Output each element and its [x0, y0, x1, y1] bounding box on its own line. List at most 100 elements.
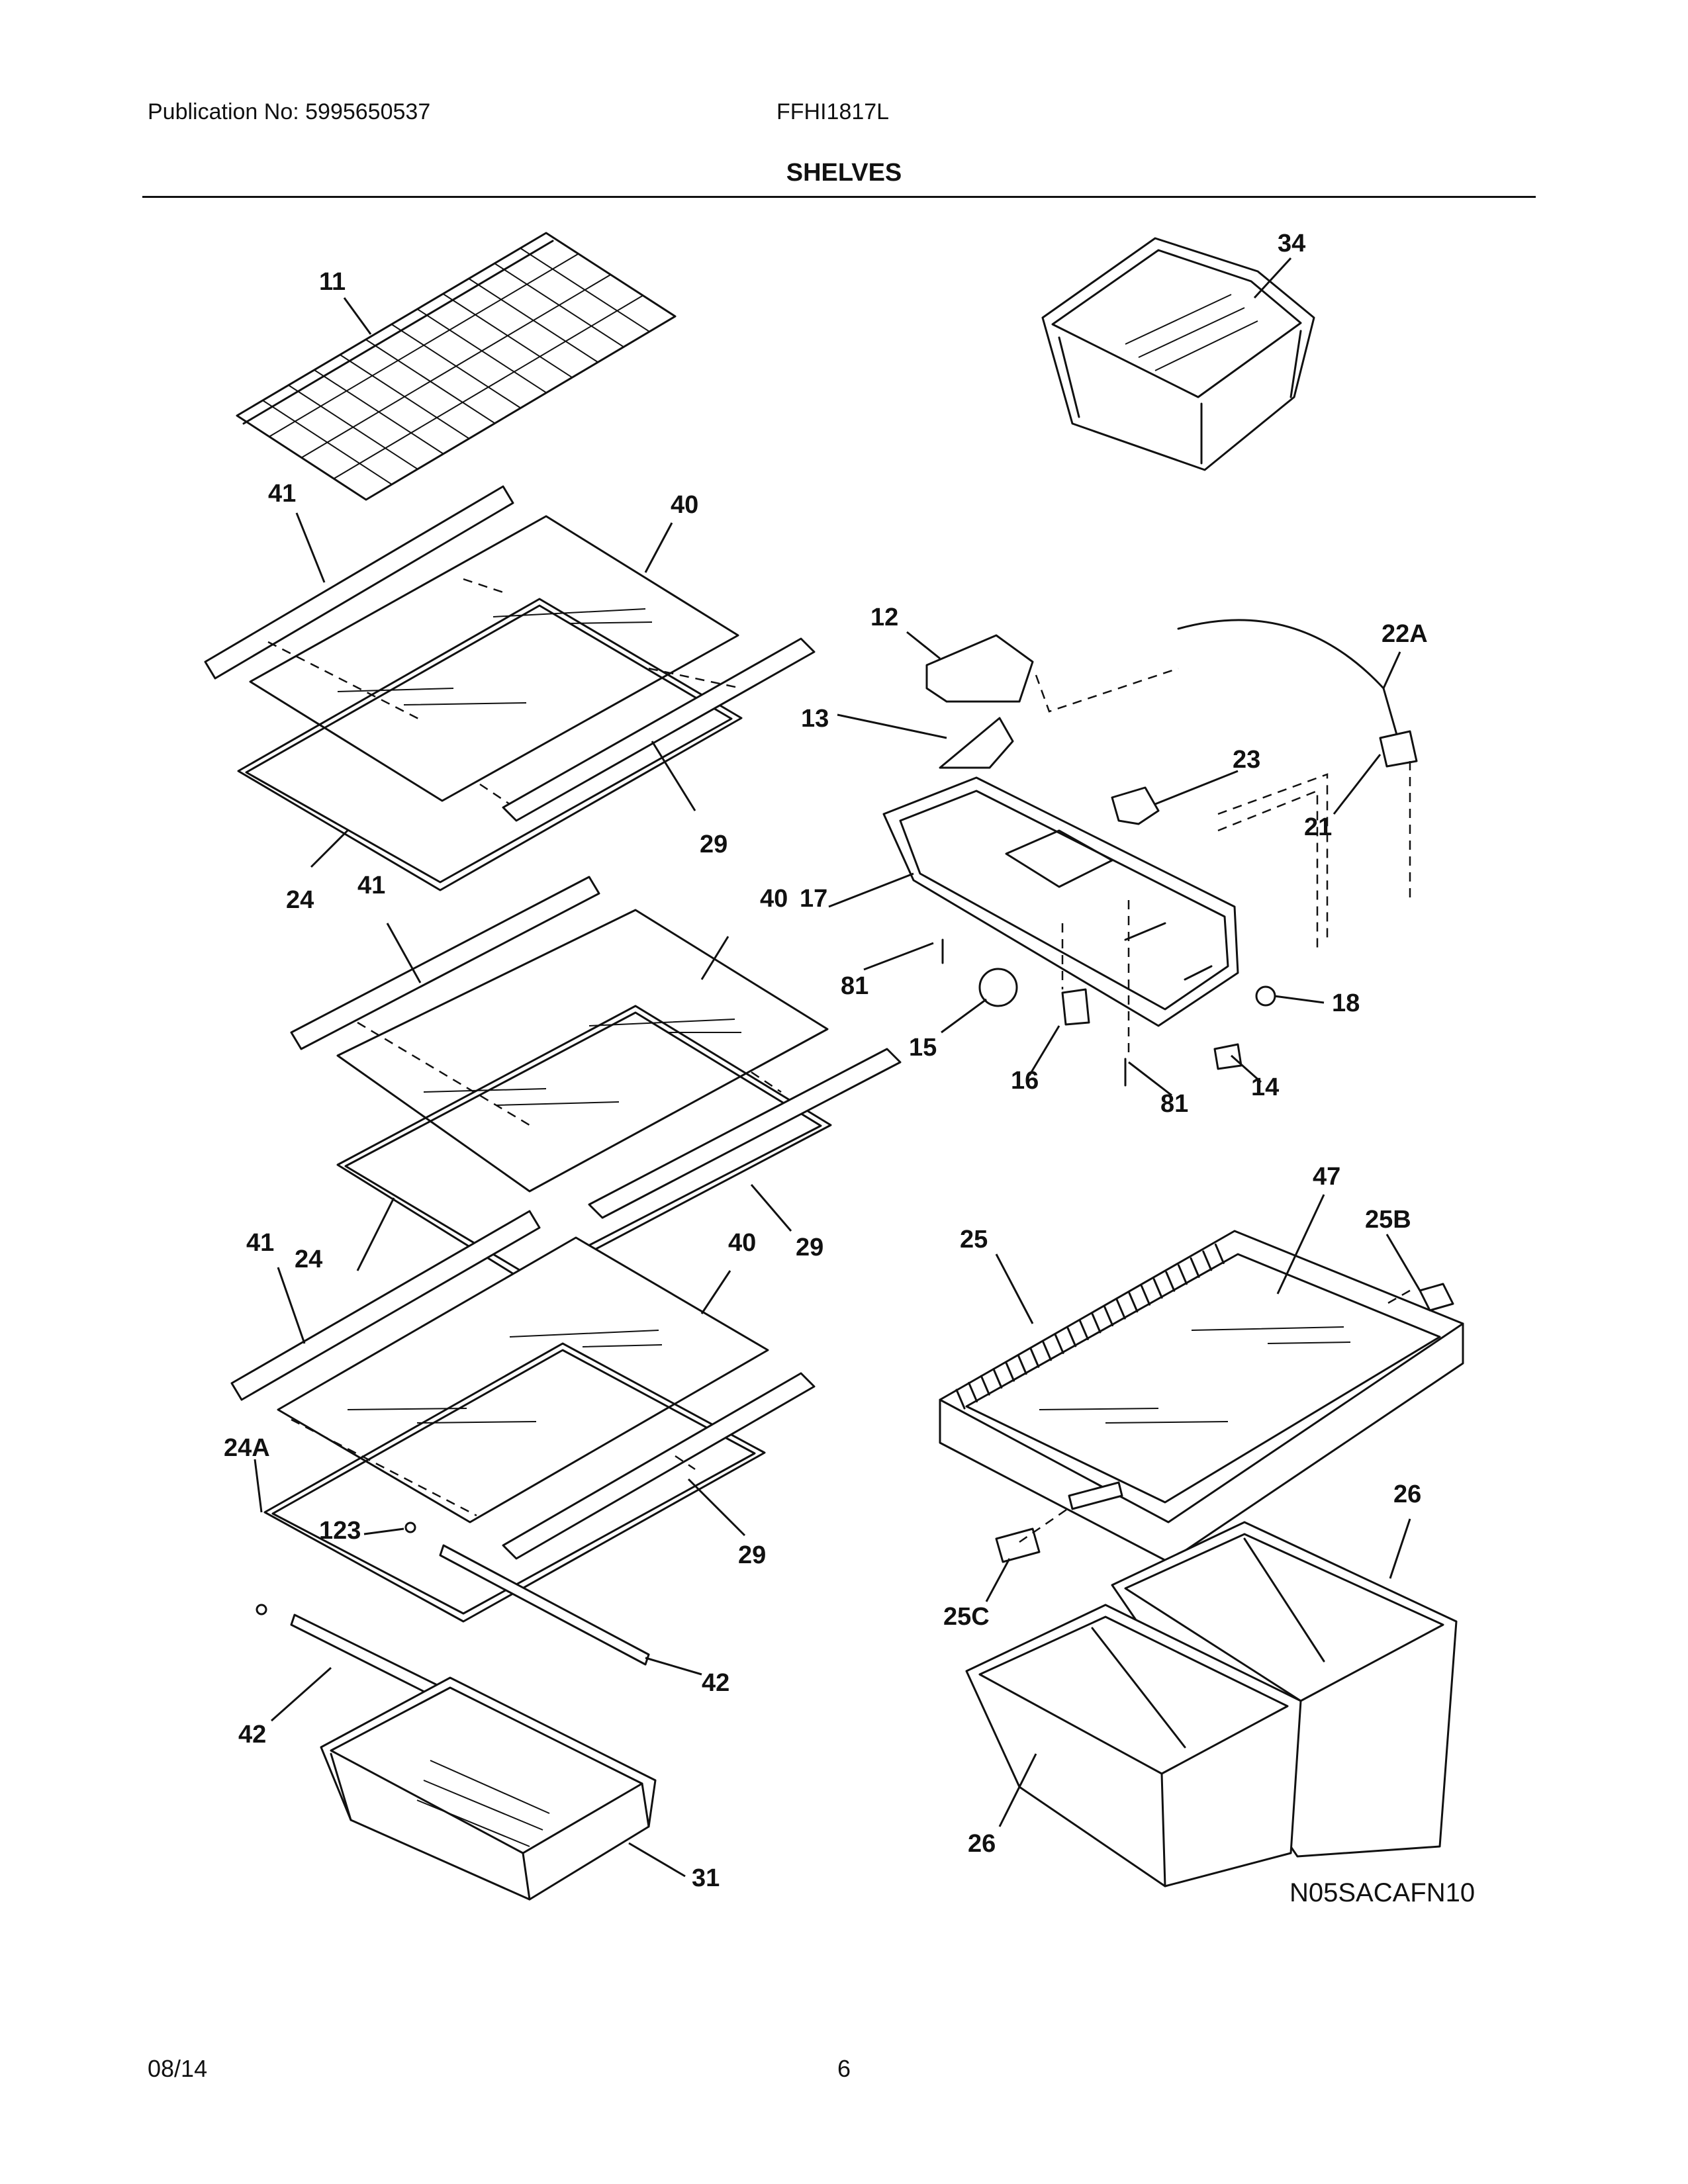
- callout-81-right: 81: [1160, 1090, 1188, 1118]
- header-divider: [142, 196, 1536, 198]
- vent-slot: [1078, 1319, 1089, 1340]
- callout-29-upper: 29: [700, 831, 727, 858]
- callout-26-bottom: 26: [968, 1830, 996, 1858]
- part-34-ice-bin: [1041, 237, 1315, 471]
- part-123-screw-b: [256, 1604, 267, 1615]
- section-title: SHELVES: [786, 159, 902, 187]
- vent-slot: [992, 1368, 1003, 1389]
- callout-40-middle: 40: [760, 885, 788, 913]
- part-24-frame-middle: [336, 1005, 832, 1285]
- part-41-trim-middle: [290, 876, 600, 1050]
- part-31-drawer: [290, 1614, 657, 1901]
- callout-29-lower: 29: [738, 1541, 766, 1569]
- footer-page-number: 6: [837, 2055, 851, 2082]
- vent-slot: [1152, 1278, 1163, 1299]
- vent-slot: [1041, 1340, 1052, 1361]
- callout-24A: 24A: [224, 1434, 270, 1462]
- part-81-screws: [941, 938, 1127, 1087]
- vent-slot: [1103, 1306, 1114, 1327]
- part-41-trim-lower: [230, 1210, 541, 1401]
- part-24-frame-upper: [237, 598, 743, 891]
- vent-slot: [955, 1388, 966, 1410]
- part-21-switch: [1379, 730, 1418, 768]
- drawing-code: N05SACAFN10: [1289, 1878, 1475, 1907]
- leader-lines: [254, 257, 1421, 1878]
- part-40-glass-middle: [336, 909, 829, 1193]
- callout-17: 17: [800, 885, 827, 913]
- part-29-trim-upper: [502, 637, 816, 822]
- vent-slot: [968, 1382, 978, 1403]
- footer-date: 08/14: [148, 2055, 208, 2082]
- part-25C-slide: [1068, 1481, 1123, 1510]
- callout-42-right: 42: [702, 1669, 729, 1697]
- part-23-thermostat: [1111, 786, 1160, 825]
- part-22A-wire: [1177, 619, 1398, 736]
- part-25B-slide: [1419, 1283, 1454, 1312]
- part-25C-bracket: [995, 1527, 1041, 1563]
- part-24A-frame-lower: [263, 1342, 766, 1623]
- part-16-socket: [1061, 988, 1090, 1026]
- vent-slot: [1141, 1285, 1151, 1306]
- callout-40-upper: 40: [671, 491, 698, 519]
- publication-number: Publication No: 5995650537: [148, 99, 431, 124]
- part-12-light-shield: [925, 634, 1034, 703]
- callout-41-middle: 41: [357, 872, 385, 899]
- callout-24-middle: 24: [295, 1246, 322, 1273]
- part-47-crisper-cover: [939, 1230, 1464, 1563]
- callout-11: 11: [319, 268, 346, 296]
- callout-41-lower: 41: [246, 1229, 274, 1257]
- vent-slot: [1091, 1312, 1102, 1334]
- callout-40-lower: 40: [728, 1229, 756, 1257]
- model-number: FFHI1817L: [776, 99, 890, 124]
- callout-29-middle: 29: [796, 1234, 823, 1261]
- vent-slot: [1165, 1271, 1176, 1292]
- vent-slot: [1017, 1354, 1027, 1375]
- callout-31: 31: [692, 1864, 720, 1892]
- callout-123: 123: [319, 1517, 361, 1545]
- part-123-screw-a: [404, 1522, 416, 1533]
- part-13-lens: [939, 717, 1014, 769]
- part-15-bulb: [978, 968, 1018, 1007]
- shelf-assembly-lower: [230, 1210, 816, 1666]
- part-29-trim-middle: [588, 1048, 902, 1219]
- callout-23: 23: [1233, 746, 1260, 774]
- part-40-glass-lower: [277, 1236, 769, 1524]
- vent-slot: [980, 1375, 990, 1396]
- part-42-rail-right: [439, 1544, 650, 1666]
- vent-slot: [1029, 1347, 1040, 1368]
- part-18-knob: [1255, 985, 1276, 1007]
- wire-crossbar: [269, 253, 579, 437]
- callout-41-upper: 41: [268, 480, 296, 508]
- part-40-glass-upper: [249, 515, 739, 802]
- vent-slot: [1005, 1361, 1015, 1382]
- wire-crossbar: [301, 274, 612, 459]
- callout-24-upper: 24: [286, 886, 314, 914]
- callout-22A: 22A: [1382, 620, 1428, 648]
- callout-25: 25: [960, 1226, 988, 1253]
- vent-slot: [1115, 1298, 1126, 1320]
- callout-25C: 25C: [943, 1603, 990, 1631]
- vent-slot: [1054, 1333, 1064, 1354]
- vent-slot: [1190, 1257, 1200, 1278]
- callout-15: 15: [909, 1034, 937, 1062]
- vent-slot: [1128, 1292, 1139, 1313]
- callout-13: 13: [801, 705, 829, 733]
- callout-14: 14: [1251, 1073, 1279, 1101]
- shelf-assembly-middle: [290, 876, 902, 1285]
- callout-21: 21: [1304, 813, 1332, 841]
- part-17-light-housing: [882, 619, 1418, 1087]
- vent-slot: [1202, 1250, 1213, 1271]
- callout-81-left: 81: [841, 972, 868, 1000]
- vent-slot: [1214, 1243, 1225, 1264]
- part-11-wire-shelf: [236, 232, 677, 501]
- wire-crossbar: [333, 295, 643, 480]
- callout-26-top: 26: [1393, 1480, 1421, 1508]
- callout-16: 16: [1011, 1067, 1039, 1095]
- part-29-trim-lower: [502, 1372, 816, 1560]
- vent-slot: [1177, 1264, 1188, 1285]
- callout-42-left: 42: [238, 1721, 266, 1749]
- callout-47: 47: [1313, 1163, 1340, 1191]
- callout-12: 12: [870, 604, 898, 631]
- callout-18: 18: [1332, 989, 1360, 1017]
